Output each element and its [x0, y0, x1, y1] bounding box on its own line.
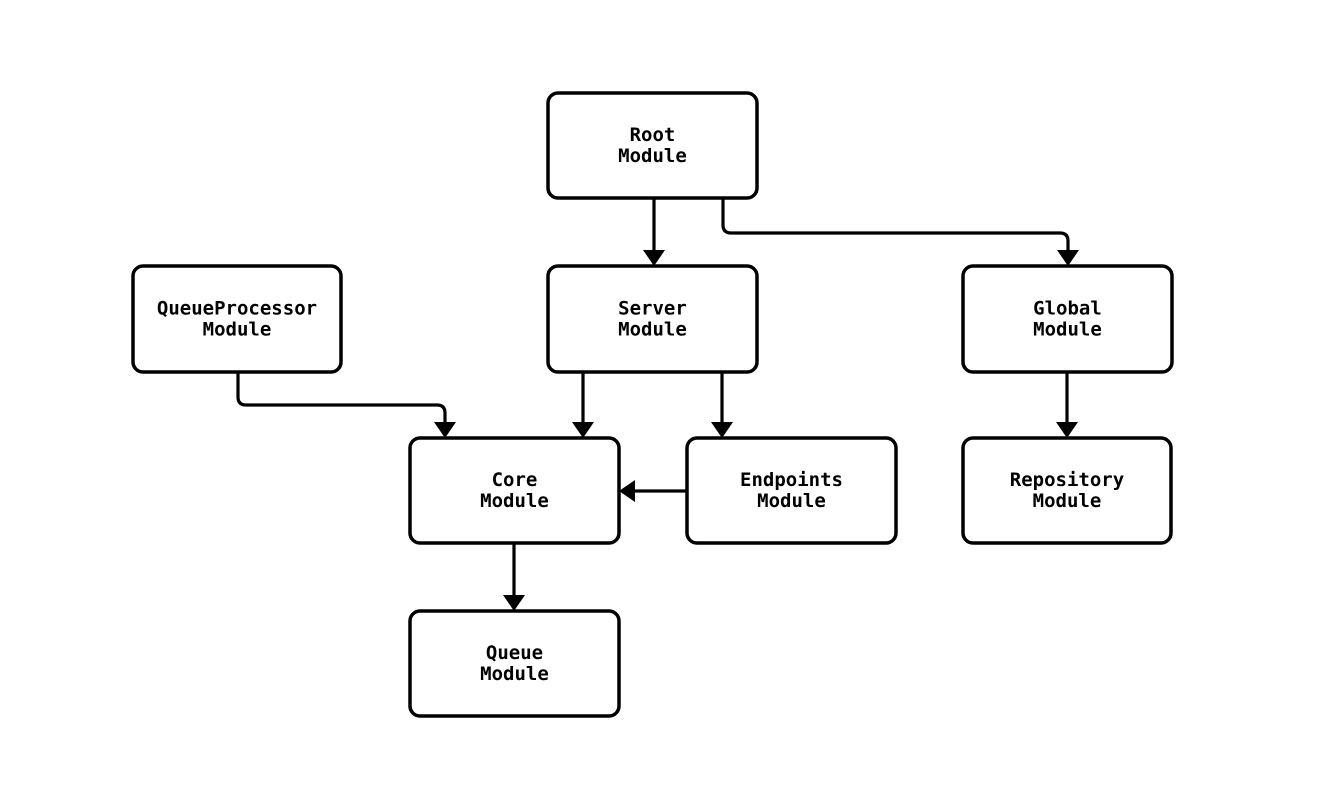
- node-box-root: [546, 91, 759, 200]
- node-label-root-line1: Root: [630, 124, 676, 146]
- node-label-endpoints-line1: Endpoints: [740, 469, 843, 491]
- node-label-global-line2: Module: [1033, 319, 1102, 341]
- node-label-queue-line1: Queue: [486, 642, 543, 664]
- node-box-global: [961, 264, 1174, 374]
- node-label-server-line1: Server: [618, 298, 687, 320]
- node-label-server-line2: Module: [618, 319, 687, 341]
- node-box-queueprocessor: [131, 264, 343, 374]
- node-label-queue-line2: Module: [480, 663, 549, 685]
- arrowhead-server-to-core: [572, 422, 594, 438]
- node-box-queue: [408, 609, 621, 718]
- node-label-queueprocessor-line2: Module: [203, 319, 272, 341]
- node-label-queueprocessor-line1: QueueProcessor: [157, 298, 317, 320]
- node-box-repository: [961, 436, 1173, 545]
- edge-root-to-global: [721, 198, 1070, 260]
- node-box-core: [408, 436, 621, 545]
- arrowhead-root-to-global: [1057, 250, 1079, 266]
- node-label-endpoints-line2: Module: [757, 490, 826, 512]
- arrowhead-core-to-queue: [503, 595, 525, 611]
- arrowhead-queueprocessor-to-core: [434, 422, 456, 438]
- node-label-global-line1: Global: [1033, 298, 1102, 320]
- node-label-root-line2: Module: [618, 145, 687, 167]
- node-label-repository-line2: Module: [1033, 490, 1102, 512]
- arrowhead-root-to-server: [643, 250, 665, 266]
- node-box-server: [546, 264, 759, 374]
- node-box-endpoints: [685, 436, 898, 545]
- node-label-core-line1: Core: [492, 469, 538, 491]
- node-label-repository-line1: Repository: [1010, 469, 1124, 491]
- node-label-core-line2: Module: [480, 490, 549, 512]
- arrowhead-endpoints-to-core: [619, 480, 635, 502]
- arrowhead-global-to-repository: [1056, 422, 1078, 438]
- edge-queueprocessor-to-core: [236, 372, 447, 432]
- arrowhead-server-to-endpoints: [711, 422, 733, 438]
